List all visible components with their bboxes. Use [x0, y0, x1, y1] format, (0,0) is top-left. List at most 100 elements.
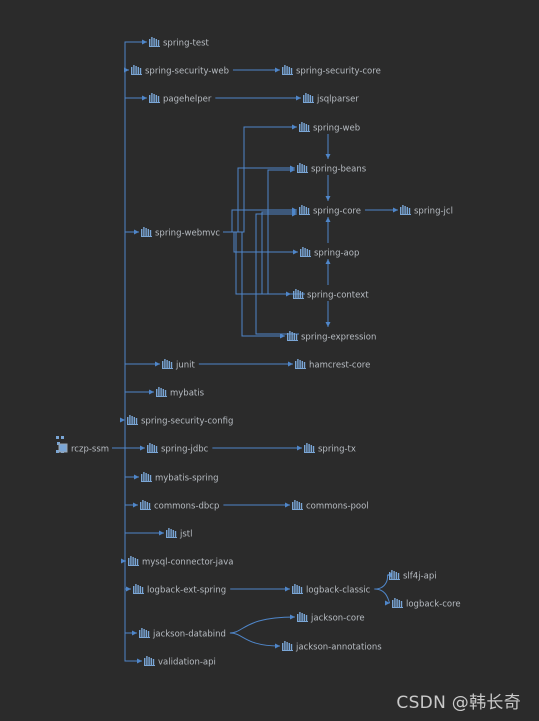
node-validation-api[interactable]: validation-api	[144, 656, 216, 668]
library-icon	[149, 93, 160, 103]
edge-rczp-ssm-to-mysql-connector-java	[112, 447, 126, 564]
node-mybatis-spring[interactable]: mybatis-spring	[141, 472, 219, 484]
node-jackson-annotations[interactable]: jackson-annotations	[282, 641, 382, 653]
library-icon	[141, 227, 152, 237]
node-spring-web[interactable]: spring-web	[299, 122, 360, 134]
edge-rczp-ssm-to-jstl	[112, 447, 164, 536]
library-icon	[299, 122, 310, 132]
node-spring-expression[interactable]: spring-expression	[287, 331, 376, 343]
node-label: hamcrest-core	[309, 361, 370, 371]
node-mysql-connector-java[interactable]: mysql-connector-java	[128, 556, 233, 568]
node-label: mysql-connector-java	[142, 558, 233, 568]
library-icon	[141, 472, 152, 482]
node-label: spring-jcl	[414, 207, 453, 217]
node-commons-pool[interactable]: commons-pool	[292, 500, 369, 512]
edge-spring-expression-to-spring-core	[255, 211, 299, 335]
node-spring-core[interactable]: spring-core	[299, 205, 361, 217]
library-icon	[303, 93, 314, 103]
node-spring-security-web[interactable]: spring-security-web	[131, 65, 229, 77]
node-jsqlparser[interactable]: jsqlparser	[303, 93, 359, 105]
node-jstl[interactable]: jstl	[166, 528, 192, 540]
library-icon	[140, 500, 151, 510]
node-label: spring-aop	[314, 249, 359, 259]
library-icon	[293, 289, 304, 299]
edge-rczp-ssm-to-spring-security-web	[112, 67, 129, 449]
node-label: spring-security-web	[145, 67, 229, 77]
library-icon	[297, 163, 308, 173]
node-label: jackson-core	[310, 614, 365, 624]
library-icon	[292, 500, 303, 510]
node-mybatis[interactable]: mybatis	[156, 387, 205, 399]
node-label: spring-security-config	[141, 417, 233, 427]
edge-spring-webmvc-to-spring-beans	[223, 165, 295, 233]
edge-spring-webmvc-to-spring-expression	[223, 231, 285, 339]
nodes-layer: rczp-ssm spring-test spring-security-web sp…	[56, 37, 461, 668]
node-spring-security-config[interactable]: spring-security-config	[127, 415, 233, 427]
node-label: jackson-annotations	[295, 643, 382, 653]
node-label: spring-beans	[311, 165, 367, 175]
node-logback-classic[interactable]: logback-classic	[292, 584, 371, 596]
node-commons-dbcp[interactable]: commons-dbcp	[140, 500, 219, 512]
node-jackson-databind[interactable]: jackson-databind	[139, 628, 226, 640]
edge-logback-classic-to-logback-core	[374, 588, 391, 606]
library-icon	[282, 65, 293, 75]
node-spring-security-core[interactable]: spring-security-core	[282, 65, 381, 77]
library-icon	[156, 387, 167, 397]
library-icon	[127, 415, 138, 425]
edge-jackson-databind-to-jackson-core	[229, 614, 296, 634]
node-label: spring-security-core	[296, 67, 381, 77]
node-logback-core[interactable]: logback-core	[392, 598, 461, 610]
library-icon	[300, 247, 311, 257]
node-label: spring-jdbc	[161, 445, 209, 455]
node-label: junit	[175, 361, 195, 371]
node-spring-test[interactable]: spring-test	[149, 37, 210, 49]
library-icon	[295, 359, 306, 369]
node-label: spring-tx	[318, 445, 356, 455]
node-label: jsqlparser	[316, 95, 359, 105]
node-label: jackson-databind	[152, 630, 226, 640]
node-label: spring-test	[163, 39, 210, 49]
node-spring-context[interactable]: spring-context	[293, 289, 369, 301]
node-spring-webmvc[interactable]: spring-webmvc	[141, 227, 220, 239]
library-icon	[292, 584, 303, 594]
node-slf4j-api[interactable]: slf4j-api	[389, 570, 437, 582]
node-spring-aop[interactable]: spring-aop	[300, 247, 359, 259]
node-hamcrest-core[interactable]: hamcrest-core	[295, 359, 370, 371]
node-label: slf4j-api	[403, 572, 437, 582]
watermark: CSDN @韩长奇	[396, 693, 521, 713]
node-label: spring-core	[313, 207, 361, 217]
node-jackson-core[interactable]: jackson-core	[297, 612, 365, 624]
edge-rczp-ssm-to-pagehelper	[112, 95, 147, 449]
edge-rczp-ssm-to-junit	[112, 361, 160, 449]
node-label: commons-dbcp	[154, 502, 219, 512]
node-label: mybatis-spring	[155, 474, 219, 484]
library-icon	[147, 443, 158, 453]
module-icon	[56, 436, 68, 453]
node-junit[interactable]: junit	[162, 359, 195, 371]
node-label: logback-classic	[306, 586, 371, 596]
node-logback-ext-spring[interactable]: logback-ext-spring	[133, 584, 226, 596]
node-spring-jdbc[interactable]: spring-jdbc	[147, 443, 209, 455]
node-rczp-ssm[interactable]: rczp-ssm	[56, 436, 109, 455]
edge-spring-webmvc-to-spring-aop	[223, 231, 298, 255]
node-pagehelper[interactable]: pagehelper	[149, 93, 212, 105]
node-label: mybatis	[170, 389, 205, 399]
library-icon	[282, 641, 293, 651]
library-icon	[128, 556, 139, 566]
edge-spring-webmvc-to-spring-context	[223, 231, 291, 297]
library-icon	[304, 443, 315, 453]
library-icon	[133, 584, 144, 594]
node-label: validation-api	[158, 658, 216, 668]
library-icon	[287, 331, 298, 341]
node-label: rczp-ssm	[71, 445, 109, 455]
node-spring-tx[interactable]: spring-tx	[304, 443, 356, 455]
library-icon	[139, 628, 150, 638]
library-icon	[131, 65, 142, 75]
library-icon	[299, 205, 310, 215]
library-icon	[297, 612, 308, 622]
node-spring-jcl[interactable]: spring-jcl	[400, 205, 453, 217]
node-spring-beans[interactable]: spring-beans	[297, 163, 367, 175]
node-label: logback-ext-spring	[147, 586, 226, 596]
edge-logback-classic-to-slf4j-api	[374, 572, 393, 590]
node-label: pagehelper	[163, 95, 212, 105]
